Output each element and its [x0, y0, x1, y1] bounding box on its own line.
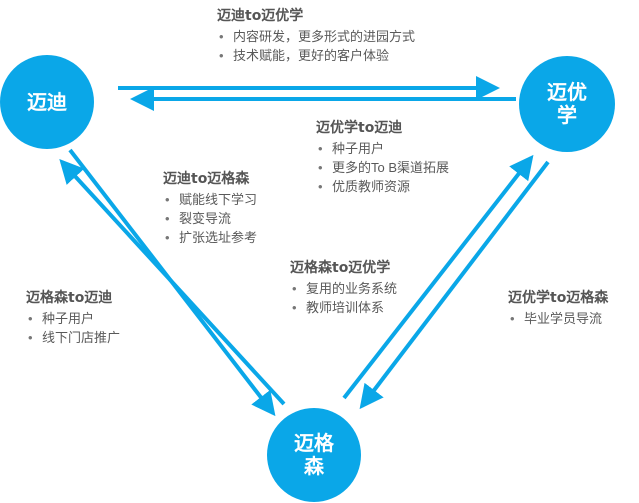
node-maiyouxue: 迈优 学: [519, 56, 615, 152]
relation-title: 迈迪to迈格森: [163, 171, 250, 187]
list-item: 赋能线下学习: [163, 190, 257, 209]
node-maidi: 迈迪: [0, 55, 94, 149]
relation-maiyouxue-to-maidi: 迈优学to迈迪 种子用户 更多的To B渠道拓展 优质教师资源: [316, 117, 476, 196]
relation-title: 迈格森to迈迪: [26, 290, 113, 306]
list-item: 裂变导流: [163, 209, 257, 228]
node-maidi-label: 迈迪: [27, 89, 67, 114]
relation-list: 内容研发，更多形式的进园方式 技术赋能，更好的客户体验: [217, 27, 415, 65]
arrow-maigesen-to-maidi: [59, 159, 286, 406]
relation-maidi-to-maiyouxue: 迈迪to迈优学 内容研发，更多形式的进园方式 技术赋能，更好的客户体验: [217, 5, 415, 65]
list-item: 复用的业务系统: [290, 279, 397, 298]
relation-maidi-to-maigesen: 迈迪to迈格森 赋能线下学习 裂变导流 扩张选址参考: [163, 168, 257, 247]
list-item: 扩张选址参考: [163, 228, 257, 247]
relation-list: 赋能线下学习 裂变导流 扩张选址参考: [163, 190, 257, 247]
list-item: 教师培训体系: [290, 298, 397, 317]
list-item: 毕业学员导流: [508, 309, 608, 328]
relation-title: 迈优学to迈格森: [508, 290, 609, 306]
relation-title: 迈优学to迈迪: [316, 120, 403, 136]
relation-list: 毕业学员导流: [508, 309, 608, 328]
relation-maigesen-to-maidi: 迈格森to迈迪 种子用户 线下门店推广: [26, 287, 120, 347]
node-maigesen-label: 迈格 森: [294, 431, 334, 478]
list-item: 种子用户: [316, 139, 476, 158]
relation-maigesen-to-maiyouxue: 迈格森to迈优学 复用的业务系统 教师培训体系: [290, 257, 397, 317]
list-item: 线下门店推广: [26, 328, 120, 347]
arrow-maiyou-to-maigesen: [359, 160, 550, 410]
relation-list: 种子用户 线下门店推广: [26, 309, 120, 347]
relation-title: 迈迪to迈优学: [217, 8, 304, 24]
relation-title: 迈格森to迈优学: [290, 260, 391, 276]
relation-list: 复用的业务系统 教师培训体系: [290, 279, 397, 317]
list-item: 更多的To B渠道拓展: [316, 158, 462, 177]
list-item: 内容研发，更多形式的进园方式: [217, 27, 415, 46]
node-maiyouxue-label: 迈优 学: [547, 80, 587, 127]
arrow-maigesen-to-maiyou: [342, 154, 534, 400]
relation-list: 种子用户 更多的To B渠道拓展 优质教师资源: [316, 139, 476, 196]
node-maigesen: 迈格 森: [267, 408, 361, 502]
list-item: 种子用户: [26, 309, 120, 328]
relation-maiyouxue-to-maigesen: 迈优学to迈格森 毕业学员导流: [508, 287, 608, 328]
list-item: 技术赋能，更好的客户体验: [217, 46, 415, 65]
list-item: 优质教师资源: [316, 177, 476, 196]
